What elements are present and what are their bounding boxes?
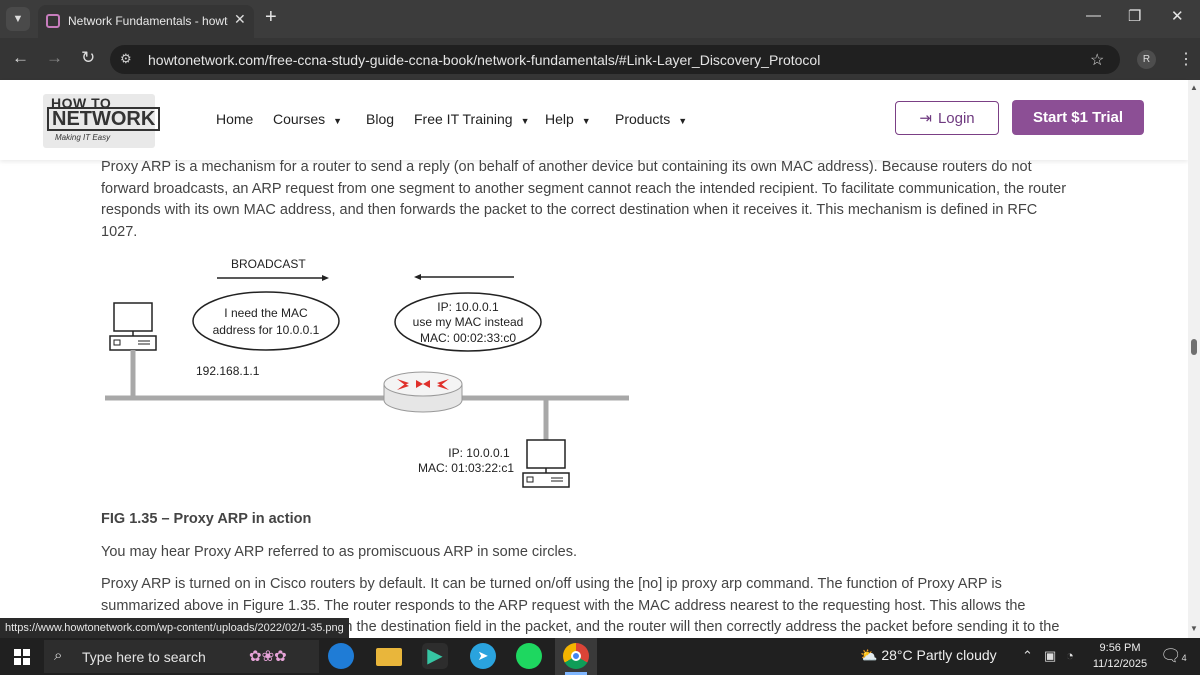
minimize-button[interactable]: — bbox=[1086, 7, 1101, 24]
windows-start-icon[interactable] bbox=[14, 649, 30, 665]
scrollbar-thumb[interactable] bbox=[1191, 339, 1197, 355]
bubble2-line3: MAC: 00:02:33:c0 bbox=[420, 331, 516, 345]
tab-favicon-icon bbox=[46, 14, 60, 28]
taskbar-clock[interactable]: 9:56 PM 11/12/2025 bbox=[1085, 640, 1155, 672]
bubble2-line1: IP: 10.0.0.1 bbox=[437, 300, 499, 314]
nav-blog[interactable]: Blog bbox=[366, 111, 395, 127]
weather-icon: ⛅ bbox=[860, 647, 878, 663]
back-button[interactable]: ← bbox=[12, 48, 29, 67]
tab-title: Network Fundamentals - howto bbox=[68, 14, 228, 28]
play-store-icon[interactable]: ▶ bbox=[422, 643, 448, 669]
arp-request-bubble bbox=[192, 291, 340, 351]
nav-help[interactable]: Help▼ bbox=[545, 111, 591, 127]
login-icon: ⇥ bbox=[919, 110, 932, 127]
login-button[interactable]: ⇥ Login bbox=[895, 101, 999, 135]
bookmark-star-icon[interactable]: ☆ bbox=[1090, 52, 1105, 69]
page-scrollbar[interactable]: ▲ ▼ bbox=[1188, 80, 1200, 638]
wifi-icon[interactable]: ◔ bbox=[1066, 648, 1074, 663]
address-bar[interactable]: ⚙ howtonetwork.com/free-ccna-study-guide… bbox=[110, 45, 1120, 74]
source-computer-icon bbox=[109, 302, 157, 351]
scroll-down-icon[interactable]: ▼ bbox=[1190, 624, 1198, 633]
taskbar-search-box[interactable]: ⌕ Type here to search ✿❀✿ bbox=[44, 640, 319, 673]
scroll-up-icon[interactable]: ▲ bbox=[1190, 83, 1198, 92]
browser-tab[interactable]: Network Fundamentals - howto ✕ bbox=[38, 5, 254, 38]
restore-button[interactable]: ❐ bbox=[1128, 8, 1142, 25]
figure-caption: FIG 1.35 – Proxy ARP in action bbox=[101, 511, 312, 527]
profile-avatar[interactable]: R bbox=[1137, 50, 1156, 69]
nav-home[interactable]: Home bbox=[216, 111, 254, 127]
windows-taskbar: ⌕ Type here to search ✿❀✿ ▶ ➤ ⛅ 28°C Par… bbox=[0, 638, 1200, 675]
nav-courses[interactable]: Courses▼ bbox=[273, 111, 343, 127]
proxy-arp-figure[interactable]: BROADCAST I need the MAC address for 10.… bbox=[100, 250, 640, 495]
file-explorer-icon[interactable] bbox=[376, 648, 402, 666]
nav-free-it-training[interactable]: Free IT Training▼ bbox=[414, 111, 530, 127]
tray-app-icon[interactable]: ▣ bbox=[1044, 648, 1057, 663]
browser-tab-bar: ▼ Network Fundamentals - howto ✕ + — ❐ ✕ bbox=[0, 0, 1200, 38]
notification-count: 4 bbox=[1181, 653, 1187, 663]
weather-widget[interactable]: ⛅ 28°C Partly cloudy bbox=[860, 647, 997, 664]
broadcast-label: BROADCAST bbox=[231, 257, 306, 271]
weather-text: 28°C Partly cloudy bbox=[881, 647, 997, 663]
article-paragraph-2: You may hear Proxy ARP referred to as pr… bbox=[101, 544, 578, 560]
search-icon: ⌕ bbox=[54, 647, 63, 664]
bubble1-line2: address for 10.0.0.1 bbox=[213, 323, 320, 337]
clock-time: 9:56 PM bbox=[1099, 642, 1141, 654]
dest-ip-label: IP: 10.0.0.1 bbox=[448, 446, 510, 460]
new-tab-button[interactable]: + bbox=[265, 6, 277, 28]
clock-date: 11/12/2025 bbox=[1092, 658, 1148, 670]
bubble1-line1: I need the MAC bbox=[224, 306, 308, 320]
login-label: Login bbox=[937, 109, 975, 127]
start-trial-button[interactable]: Start $1 Trial bbox=[1012, 100, 1144, 135]
edge-app-icon[interactable] bbox=[328, 643, 354, 669]
forward-button[interactable]: → bbox=[46, 48, 63, 67]
chevron-down-icon: ▼ bbox=[581, 116, 591, 126]
chevron-down-icon: ▼ bbox=[333, 116, 343, 126]
destination-computer-icon bbox=[522, 439, 570, 488]
tab-search-button[interactable]: ▼ bbox=[6, 7, 30, 31]
arrow-left-icon bbox=[414, 274, 514, 280]
dest-mac-label: MAC: 01:03:22:c1 bbox=[418, 461, 514, 475]
site-logo[interactable]: HOW TO NETWORK Making IT Easy bbox=[43, 94, 161, 148]
router-icon bbox=[383, 371, 463, 413]
tray-chevron-up-icon[interactable]: ⌃ bbox=[1022, 648, 1033, 663]
logo-main-text: NETWORK bbox=[47, 107, 161, 131]
search-placeholder: Type here to search bbox=[82, 649, 206, 665]
spotify-icon[interactable] bbox=[516, 643, 542, 669]
tab-close-icon[interactable]: ✕ bbox=[234, 11, 246, 27]
chrome-taskbar-active[interactable] bbox=[555, 638, 597, 675]
browser-menu-icon[interactable]: ⋮ bbox=[1178, 51, 1194, 68]
chevron-down-icon: ▼ bbox=[678, 116, 688, 126]
reload-button[interactable]: ↻ bbox=[81, 48, 96, 67]
site-info-icon[interactable]: ⚙ bbox=[120, 51, 132, 66]
article-paragraph-1: Proxy ARP is a mechanism for a router to… bbox=[101, 159, 1067, 240]
close-window-button[interactable]: ✕ bbox=[1171, 8, 1184, 25]
link-status-bubble: https://www.howtonetwork.com/wp-content/… bbox=[0, 618, 349, 638]
site-header: HOW TO NETWORK Making IT Easy Home Cours… bbox=[0, 80, 1188, 160]
source-ip-label: 192.168.1.1 bbox=[196, 364, 260, 378]
bubble2-line2: use my MAC instead bbox=[413, 315, 524, 329]
proxy-reply-bubble bbox=[394, 292, 542, 352]
logo-tagline: Making IT Easy bbox=[55, 133, 111, 142]
telegram-icon[interactable]: ➤ bbox=[470, 643, 496, 669]
chrome-app-icon bbox=[563, 643, 589, 669]
notification-center-icon[interactable]: 🗨4 bbox=[1160, 646, 1187, 665]
nav-products[interactable]: Products▼ bbox=[615, 111, 688, 127]
arrow-right-icon bbox=[217, 275, 329, 281]
chevron-down-icon: ▼ bbox=[520, 116, 530, 126]
url-text: howtonetwork.com/free-ccna-study-guide-c… bbox=[148, 52, 821, 68]
search-highlight-icon: ✿❀✿ bbox=[249, 648, 287, 665]
